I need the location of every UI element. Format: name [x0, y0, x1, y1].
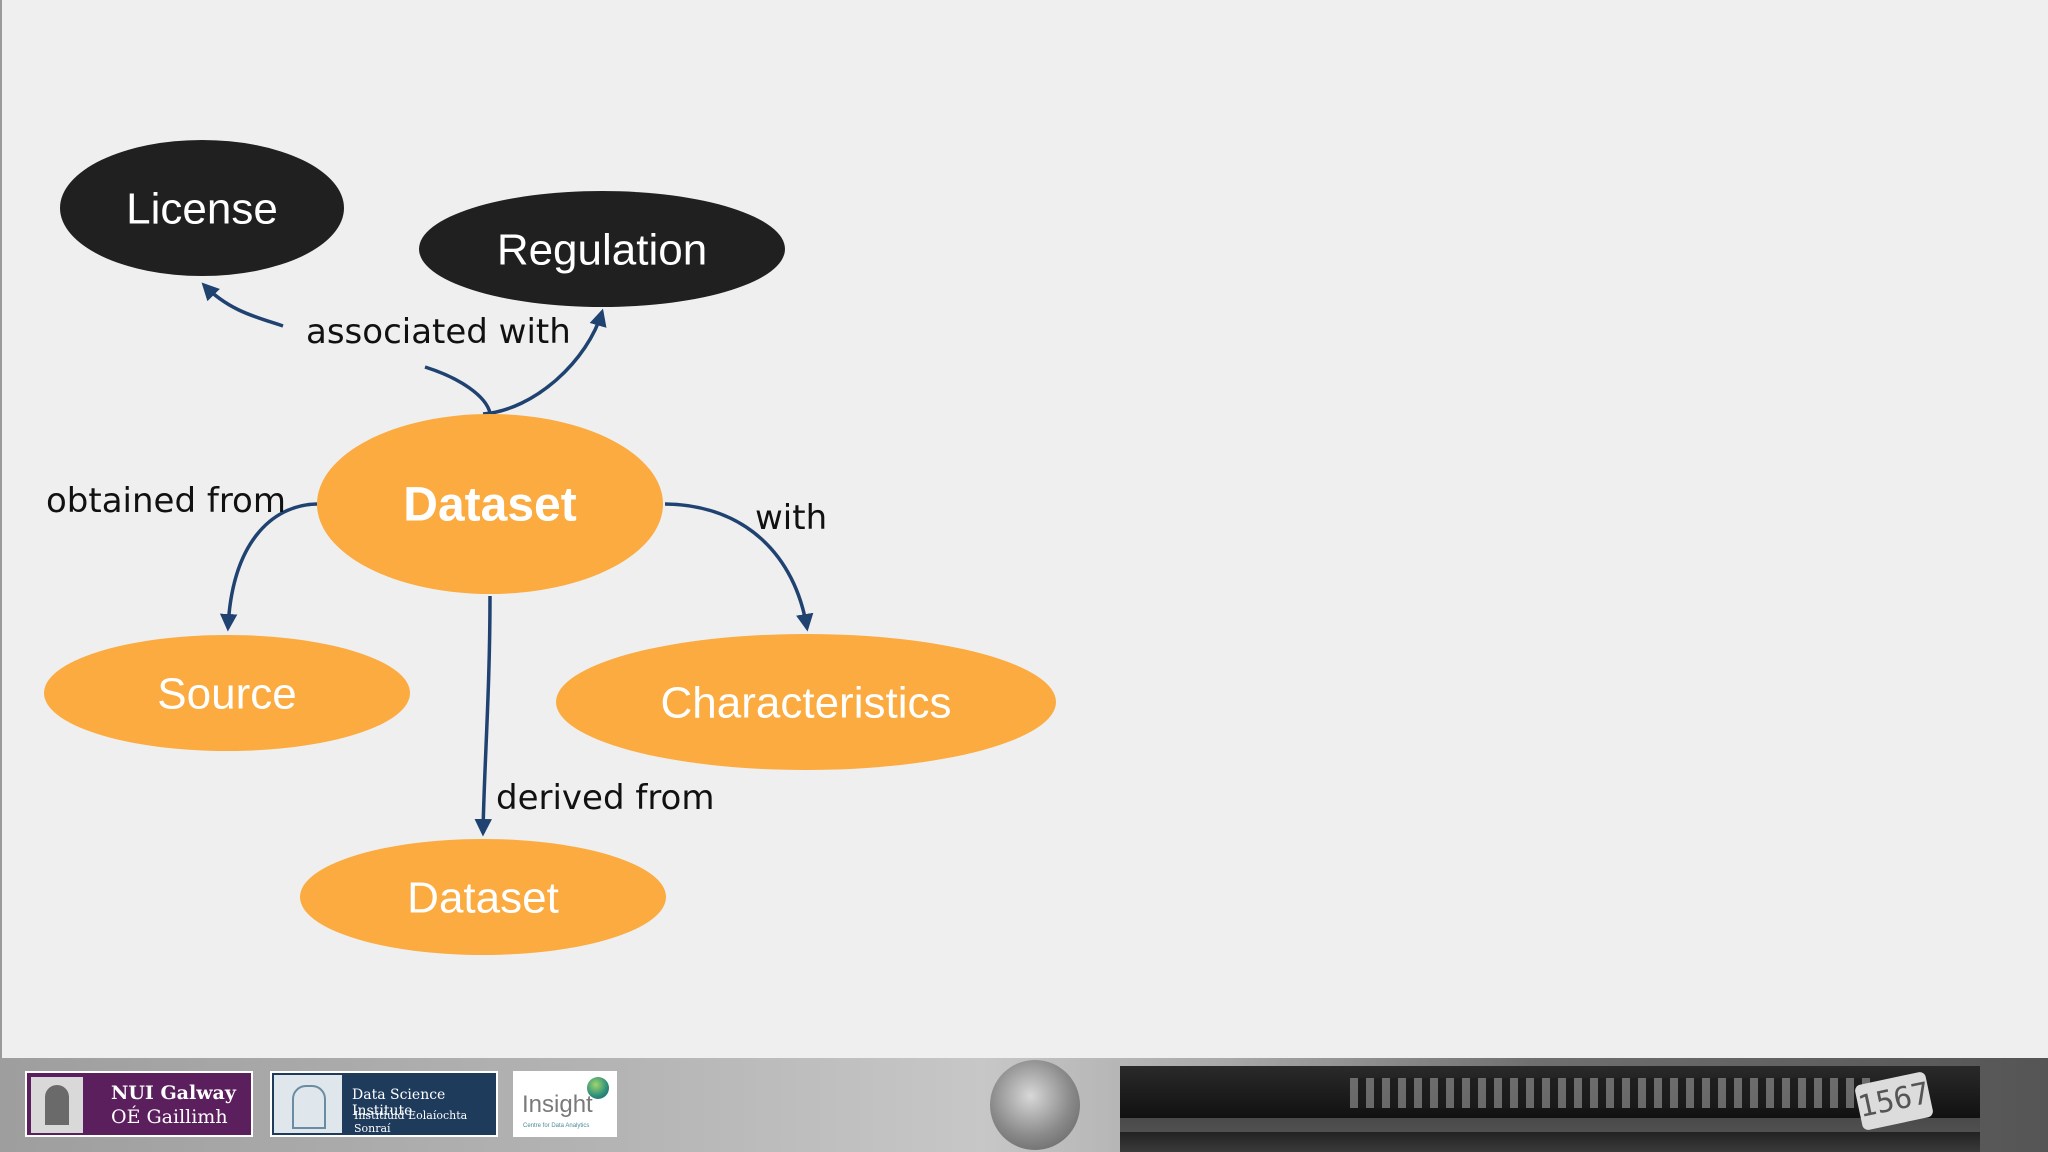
- edge-label-obtained-from: obtained from: [46, 481, 286, 521]
- edge-with: [664, 502, 814, 632]
- footer-photo-gears: [1350, 1078, 1870, 1108]
- edge-label-with: with: [755, 498, 827, 538]
- slide-edge-rule: [0, 0, 2, 1060]
- node-label-characteristics: Characteristics: [661, 679, 952, 728]
- insight-globe-icon: [587, 1077, 609, 1099]
- dsi-logo-irish-name: Institiúid Eolaíochta Sonraí: [354, 1109, 468, 1135]
- dsi-building-icon: [274, 1075, 342, 1133]
- edge-associated-with-stub: [424, 365, 492, 414]
- node-label-license: License: [126, 185, 278, 234]
- node-label-source: Source: [157, 670, 296, 719]
- footer-photo-roller: [990, 1060, 1080, 1150]
- edge-label-derived-from: derived from: [496, 778, 714, 818]
- node-license: License: [60, 140, 344, 276]
- insight-logo-tagline: Centre for Data Analytics: [523, 1123, 590, 1129]
- dsi-logo-name: Data Science Institute: [352, 1087, 446, 1119]
- node-label-dataset-main: Dataset: [403, 479, 576, 532]
- nui-logo-name: NUI Galway: [111, 1082, 236, 1104]
- data-science-institute-logo[interactable]: Data Science Institute Institiúid Eolaío…: [270, 1071, 498, 1137]
- nui-crest-icon: [31, 1077, 83, 1133]
- edge-associated-with-license: [201, 282, 284, 328]
- edge-label-associated-with: associated with: [306, 312, 571, 352]
- insight-logo-name: Insight: [522, 1091, 593, 1118]
- footer-photo-band: [1120, 1118, 1980, 1132]
- edge-associated-with-regulation: [482, 308, 607, 416]
- edges: [201, 282, 814, 837]
- node-dataset-main: Dataset: [317, 414, 663, 594]
- edge-obtained-from: [219, 502, 318, 632]
- footer-banner: 1567 NUI Galway OÉ Gaillimh Data Science…: [0, 1058, 2048, 1152]
- nui-logo-irish-name: OÉ Gaillimh: [111, 1106, 228, 1128]
- node-dataset-derived: Dataset: [300, 839, 666, 955]
- concept-diagram: associated with obtained from with deriv…: [44, 140, 1056, 955]
- insight-logo[interactable]: Insight Centre for Data Analytics: [513, 1071, 617, 1137]
- nui-galway-logo[interactable]: NUI Galway OÉ Gaillimh: [25, 1071, 253, 1137]
- node-label-dataset-derived: Dataset: [407, 874, 559, 923]
- node-regulation: Regulation: [419, 191, 785, 307]
- node-characteristics: Characteristics: [556, 634, 1056, 770]
- node-source: Source: [44, 635, 410, 751]
- edge-derived-from: [474, 595, 492, 837]
- node-label-regulation: Regulation: [497, 226, 707, 275]
